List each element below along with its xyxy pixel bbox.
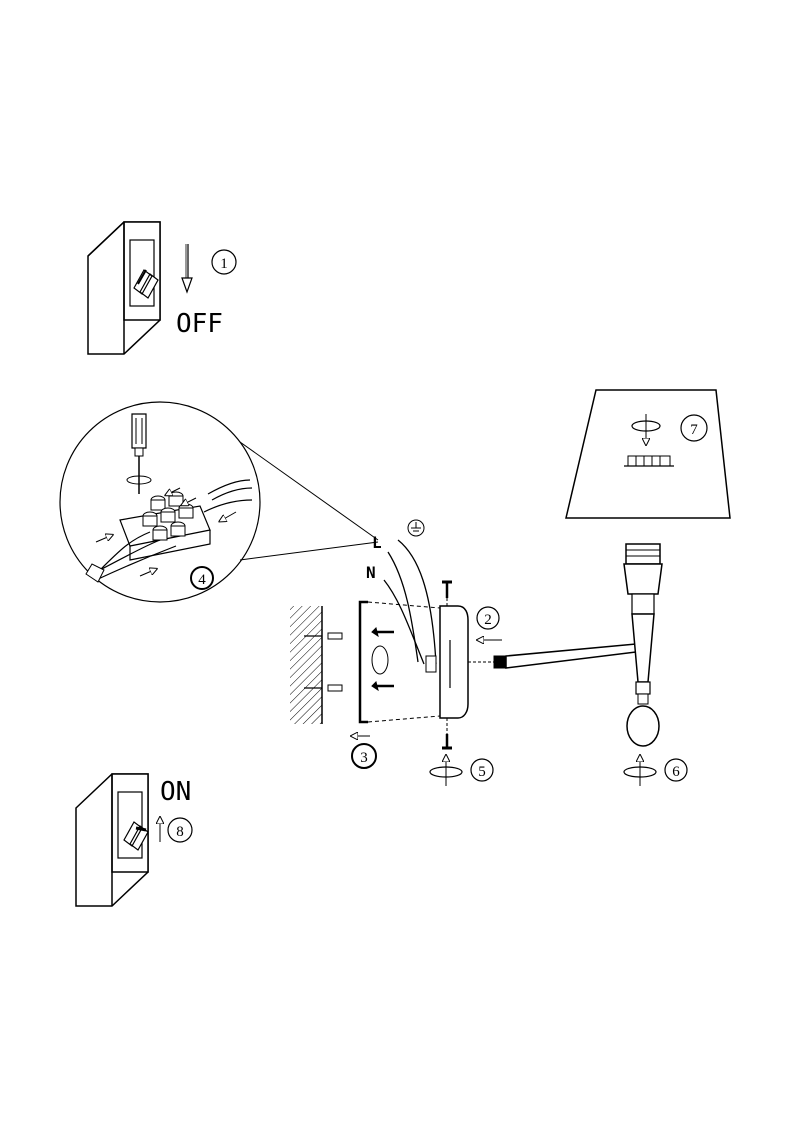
bottom-screw: [442, 718, 452, 750]
screws: [371, 627, 394, 692]
step-2-number: 2: [484, 612, 492, 628]
lamp-shade: [565, 389, 731, 519]
light-bulb: [626, 693, 660, 747]
rotate-icon: [371, 645, 389, 675]
step-1-badge: 1: [211, 249, 237, 275]
wall-canopy: [425, 605, 469, 719]
step-1-number: 1: [220, 256, 228, 272]
wall-plugs: [327, 632, 343, 692]
top-screw: [442, 580, 452, 608]
step-2-badge: 2: [476, 606, 500, 630]
rotate-icon-6: [623, 758, 657, 786]
supply-wires: [383, 539, 437, 665]
neutral-wire-label: N: [366, 563, 376, 582]
step-6-badge: 6: [664, 758, 688, 782]
step-7-badge: 7: [680, 414, 708, 442]
earth-ground-icon: [407, 519, 425, 537]
step-8-number: 8: [176, 824, 184, 840]
switch-on-panel: [75, 773, 149, 907]
terminal-detail-bubble: [59, 401, 379, 603]
step-3-badge: 3: [351, 743, 377, 769]
mounting-bracket: [358, 600, 441, 724]
step-5-badge: 5: [470, 758, 494, 782]
step-4-badge: 4: [190, 566, 214, 590]
connector-block: [425, 655, 437, 673]
step-5-number: 5: [478, 764, 486, 780]
step-8-badge: 8: [167, 817, 193, 843]
screwdriver-icon: [131, 413, 147, 494]
rotate-icon: [126, 475, 152, 485]
lamp-arm: [468, 643, 637, 669]
step-7-number: 7: [690, 422, 698, 438]
rotate-icon-5: [429, 758, 463, 786]
step-3-number: 3: [360, 750, 368, 766]
on-label: ON: [160, 777, 191, 807]
step-6-number: 6: [672, 764, 680, 780]
lamp-holder: [623, 543, 663, 695]
switch-off-panel: [87, 221, 161, 355]
live-wire-label: L: [372, 533, 382, 552]
off-label: OFF: [176, 309, 223, 339]
wall-section: [290, 606, 323, 724]
step-4-number: 4: [198, 572, 206, 588]
down-arrow-icon: [181, 244, 193, 294]
rotate-icon-7: [631, 414, 661, 442]
